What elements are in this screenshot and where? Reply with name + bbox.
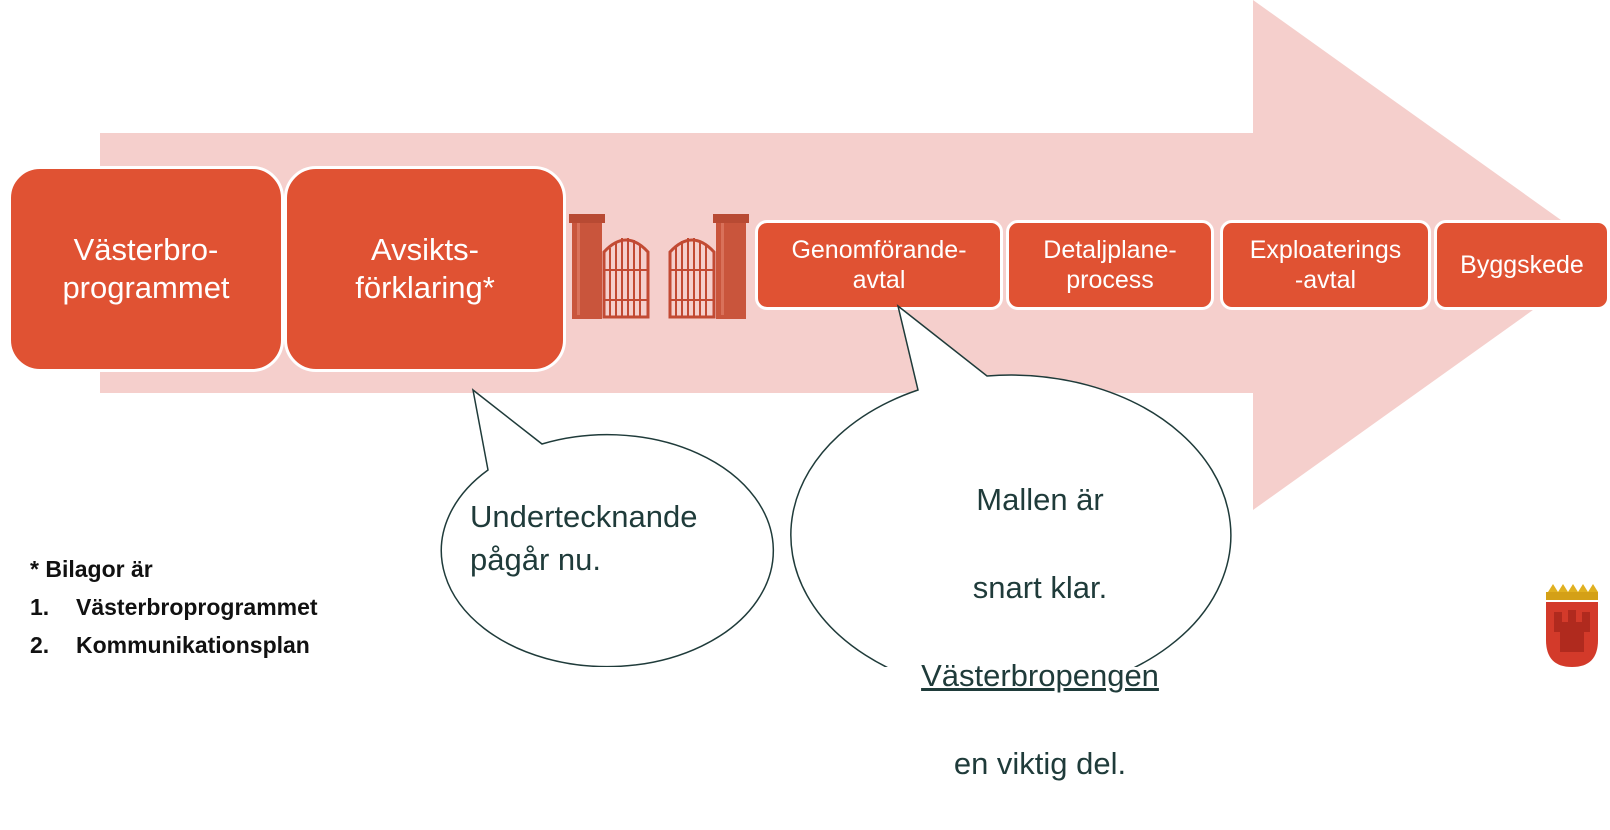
coat-of-arms-icon — [1546, 584, 1598, 667]
right-callout-line-2: snart klar. — [972, 570, 1108, 605]
stage-vasterbroprogrammet: Västerbro- programmet — [8, 166, 284, 372]
stage-genomforandeavtal: Genomförande- avtal — [755, 220, 1003, 310]
left-callout-text: Undertecknande pågår nu. — [470, 499, 698, 577]
footnote-item: 1.Västerbroprogrammet — [30, 594, 318, 620]
right-callout-line-4: en viktig del. — [953, 746, 1127, 781]
footnote-title: * Bilagor är — [30, 556, 153, 582]
stage-detaljplaneprocess: Detaljplane- process — [1006, 220, 1214, 310]
stage-avsiktsforklaring: Avsikts- förklaring* — [284, 166, 566, 372]
open-gate-icon — [569, 214, 749, 319]
footnote: * Bilagor är 1.Västerbroprogrammet 2.Kom… — [30, 556, 318, 670]
right-callout-shape — [790, 304, 1232, 667]
left-callout-shape — [440, 388, 775, 667]
stage-exploateringsavtal: Exploaterings -avtal — [1220, 220, 1431, 310]
footnote-item: 2.Kommunikationsplan — [30, 632, 310, 658]
callout-bubbles — [440, 304, 1232, 667]
right-callout-line-1: Mallen är — [976, 482, 1104, 517]
stage-byggskede: Byggskede — [1434, 220, 1610, 310]
